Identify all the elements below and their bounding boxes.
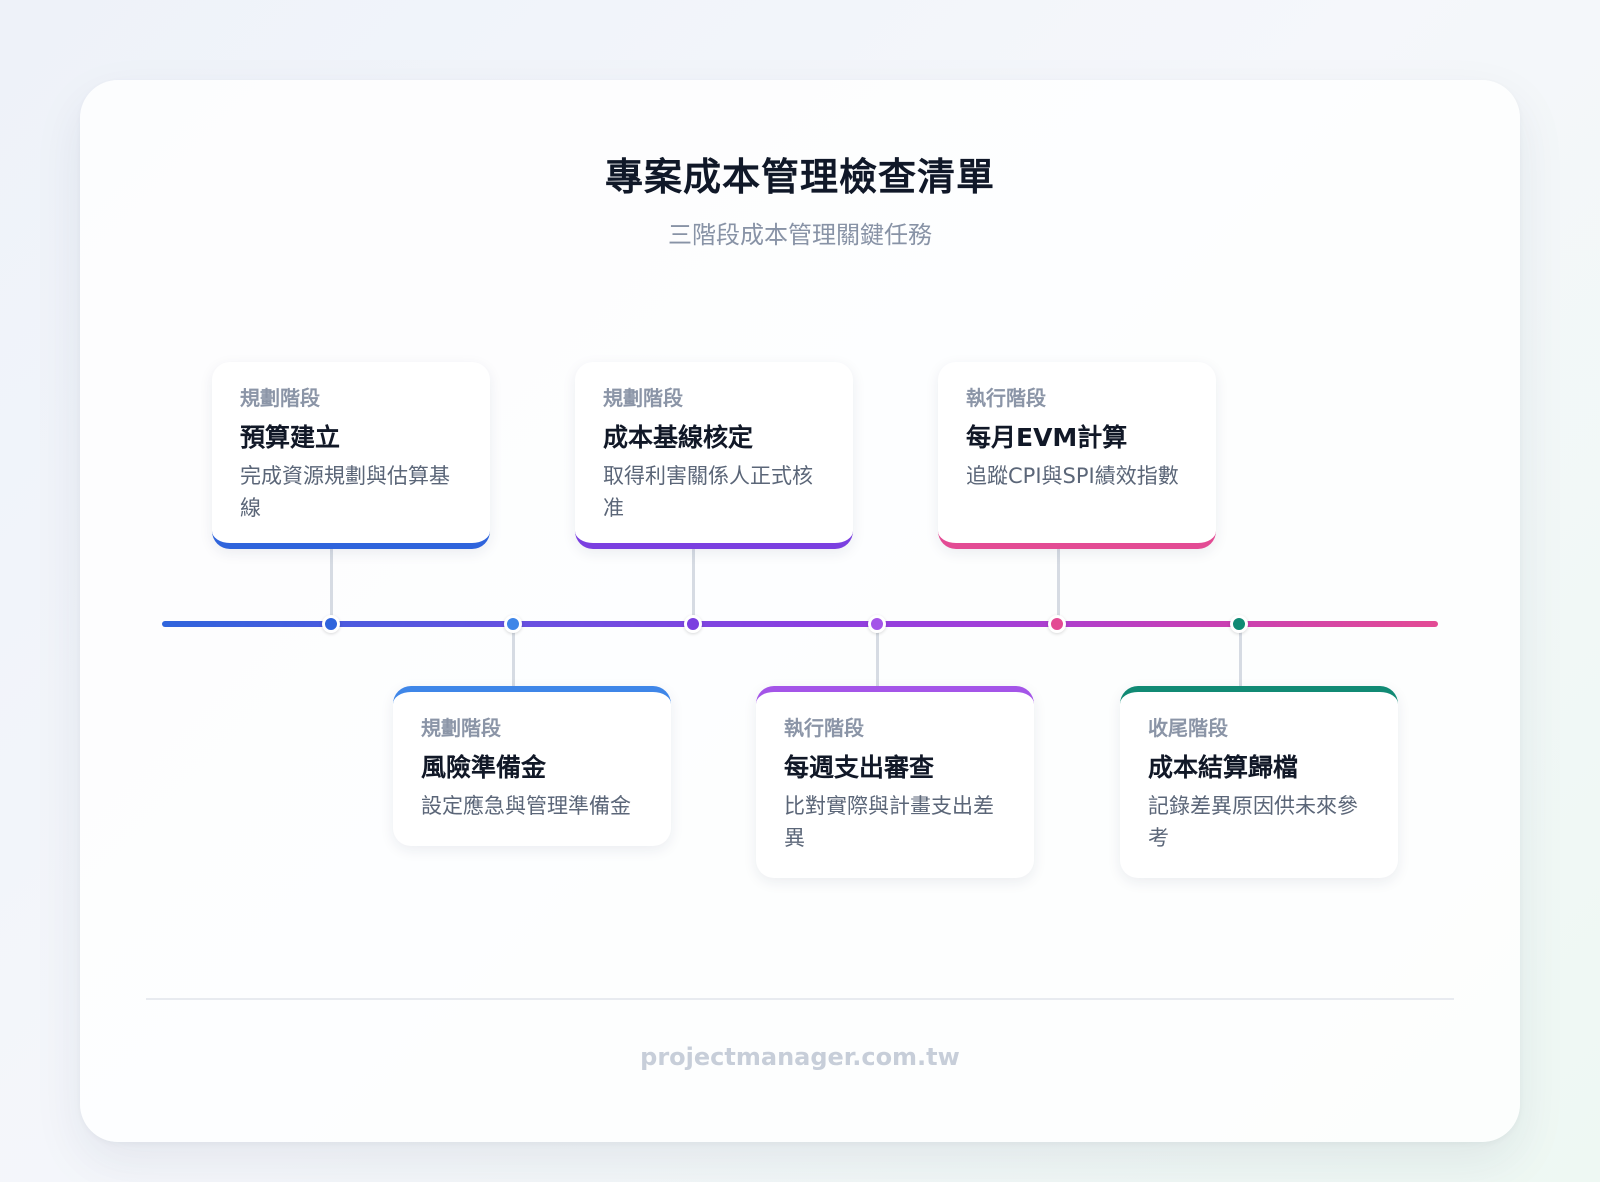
- timeline-axis: [162, 621, 1438, 627]
- event-phase: 執行階段: [966, 386, 1046, 410]
- event-desc: 記錄差異原因供未來參考: [1148, 794, 1358, 850]
- checklist-card: 專案成本管理檢查清單 三階段成本管理關鍵任務 規劃階段 預算建立 完成資源規劃與…: [80, 80, 1520, 1142]
- event-desc: 設定應急與管理準備金: [421, 794, 631, 818]
- event-phase: 規劃階段: [421, 716, 501, 740]
- event-name: 成本結算歸檔: [1148, 753, 1299, 782]
- event-desc: 比對實際與計畫支出差異: [784, 794, 994, 850]
- connector-1: [330, 539, 333, 619]
- event-phase: 收尾階段: [1148, 716, 1228, 740]
- event-phase: 執行階段: [784, 716, 864, 740]
- event-name: 每月EVM計算: [966, 423, 1128, 452]
- event-name: 風險準備金: [421, 753, 547, 782]
- event-phase: 規劃階段: [240, 386, 320, 410]
- timeline-dot-2: [504, 615, 522, 633]
- timeline-dot-1: [322, 615, 340, 633]
- connector-4: [876, 627, 879, 686]
- event-name: 成本基線核定: [603, 423, 754, 452]
- footer-url: projectmanager.com.tw: [640, 1043, 960, 1071]
- timeline-dot-5: [1048, 615, 1066, 633]
- connector-2: [512, 627, 515, 686]
- footer-divider: [146, 998, 1454, 1000]
- event-card-monthly-evm: 執行階段 每月EVM計算 追蹤CPI與SPI績效指數: [938, 362, 1216, 549]
- event-desc: 追蹤CPI與SPI績效指數: [966, 464, 1179, 488]
- event-name: 預算建立: [240, 423, 341, 452]
- event-phase: 規劃階段: [603, 386, 683, 410]
- event-name: 每週支出審查: [784, 753, 935, 782]
- connector-5: [1057, 539, 1060, 619]
- timeline-dot-3: [684, 615, 702, 633]
- event-card-risk-reserve: 規劃階段 風險準備金 設定應急與管理準備金: [393, 686, 671, 846]
- connector-6: [1239, 627, 1242, 686]
- event-card-cost-closure: 收尾階段 成本結算歸檔 記錄差異原因供未來參考: [1120, 686, 1398, 878]
- event-card-cost-baseline: 規劃階段 成本基線核定 取得利害關係人正式核准: [575, 362, 853, 549]
- page-title: 專案成本管理檢查清單: [604, 155, 995, 199]
- event-desc: 完成資源規劃與估算基線: [240, 464, 450, 520]
- page-subtitle: 三階段成本管理關鍵任務: [668, 221, 932, 249]
- event-card-weekly-review: 執行階段 每週支出審查 比對實際與計畫支出差異: [756, 686, 1034, 878]
- timeline-dot-6: [1230, 615, 1248, 633]
- event-card-budget: 規劃階段 預算建立 完成資源規劃與估算基線: [212, 362, 490, 549]
- event-desc: 取得利害關係人正式核准: [603, 464, 813, 520]
- connector-3: [692, 539, 695, 619]
- timeline-dot-4: [868, 615, 886, 633]
